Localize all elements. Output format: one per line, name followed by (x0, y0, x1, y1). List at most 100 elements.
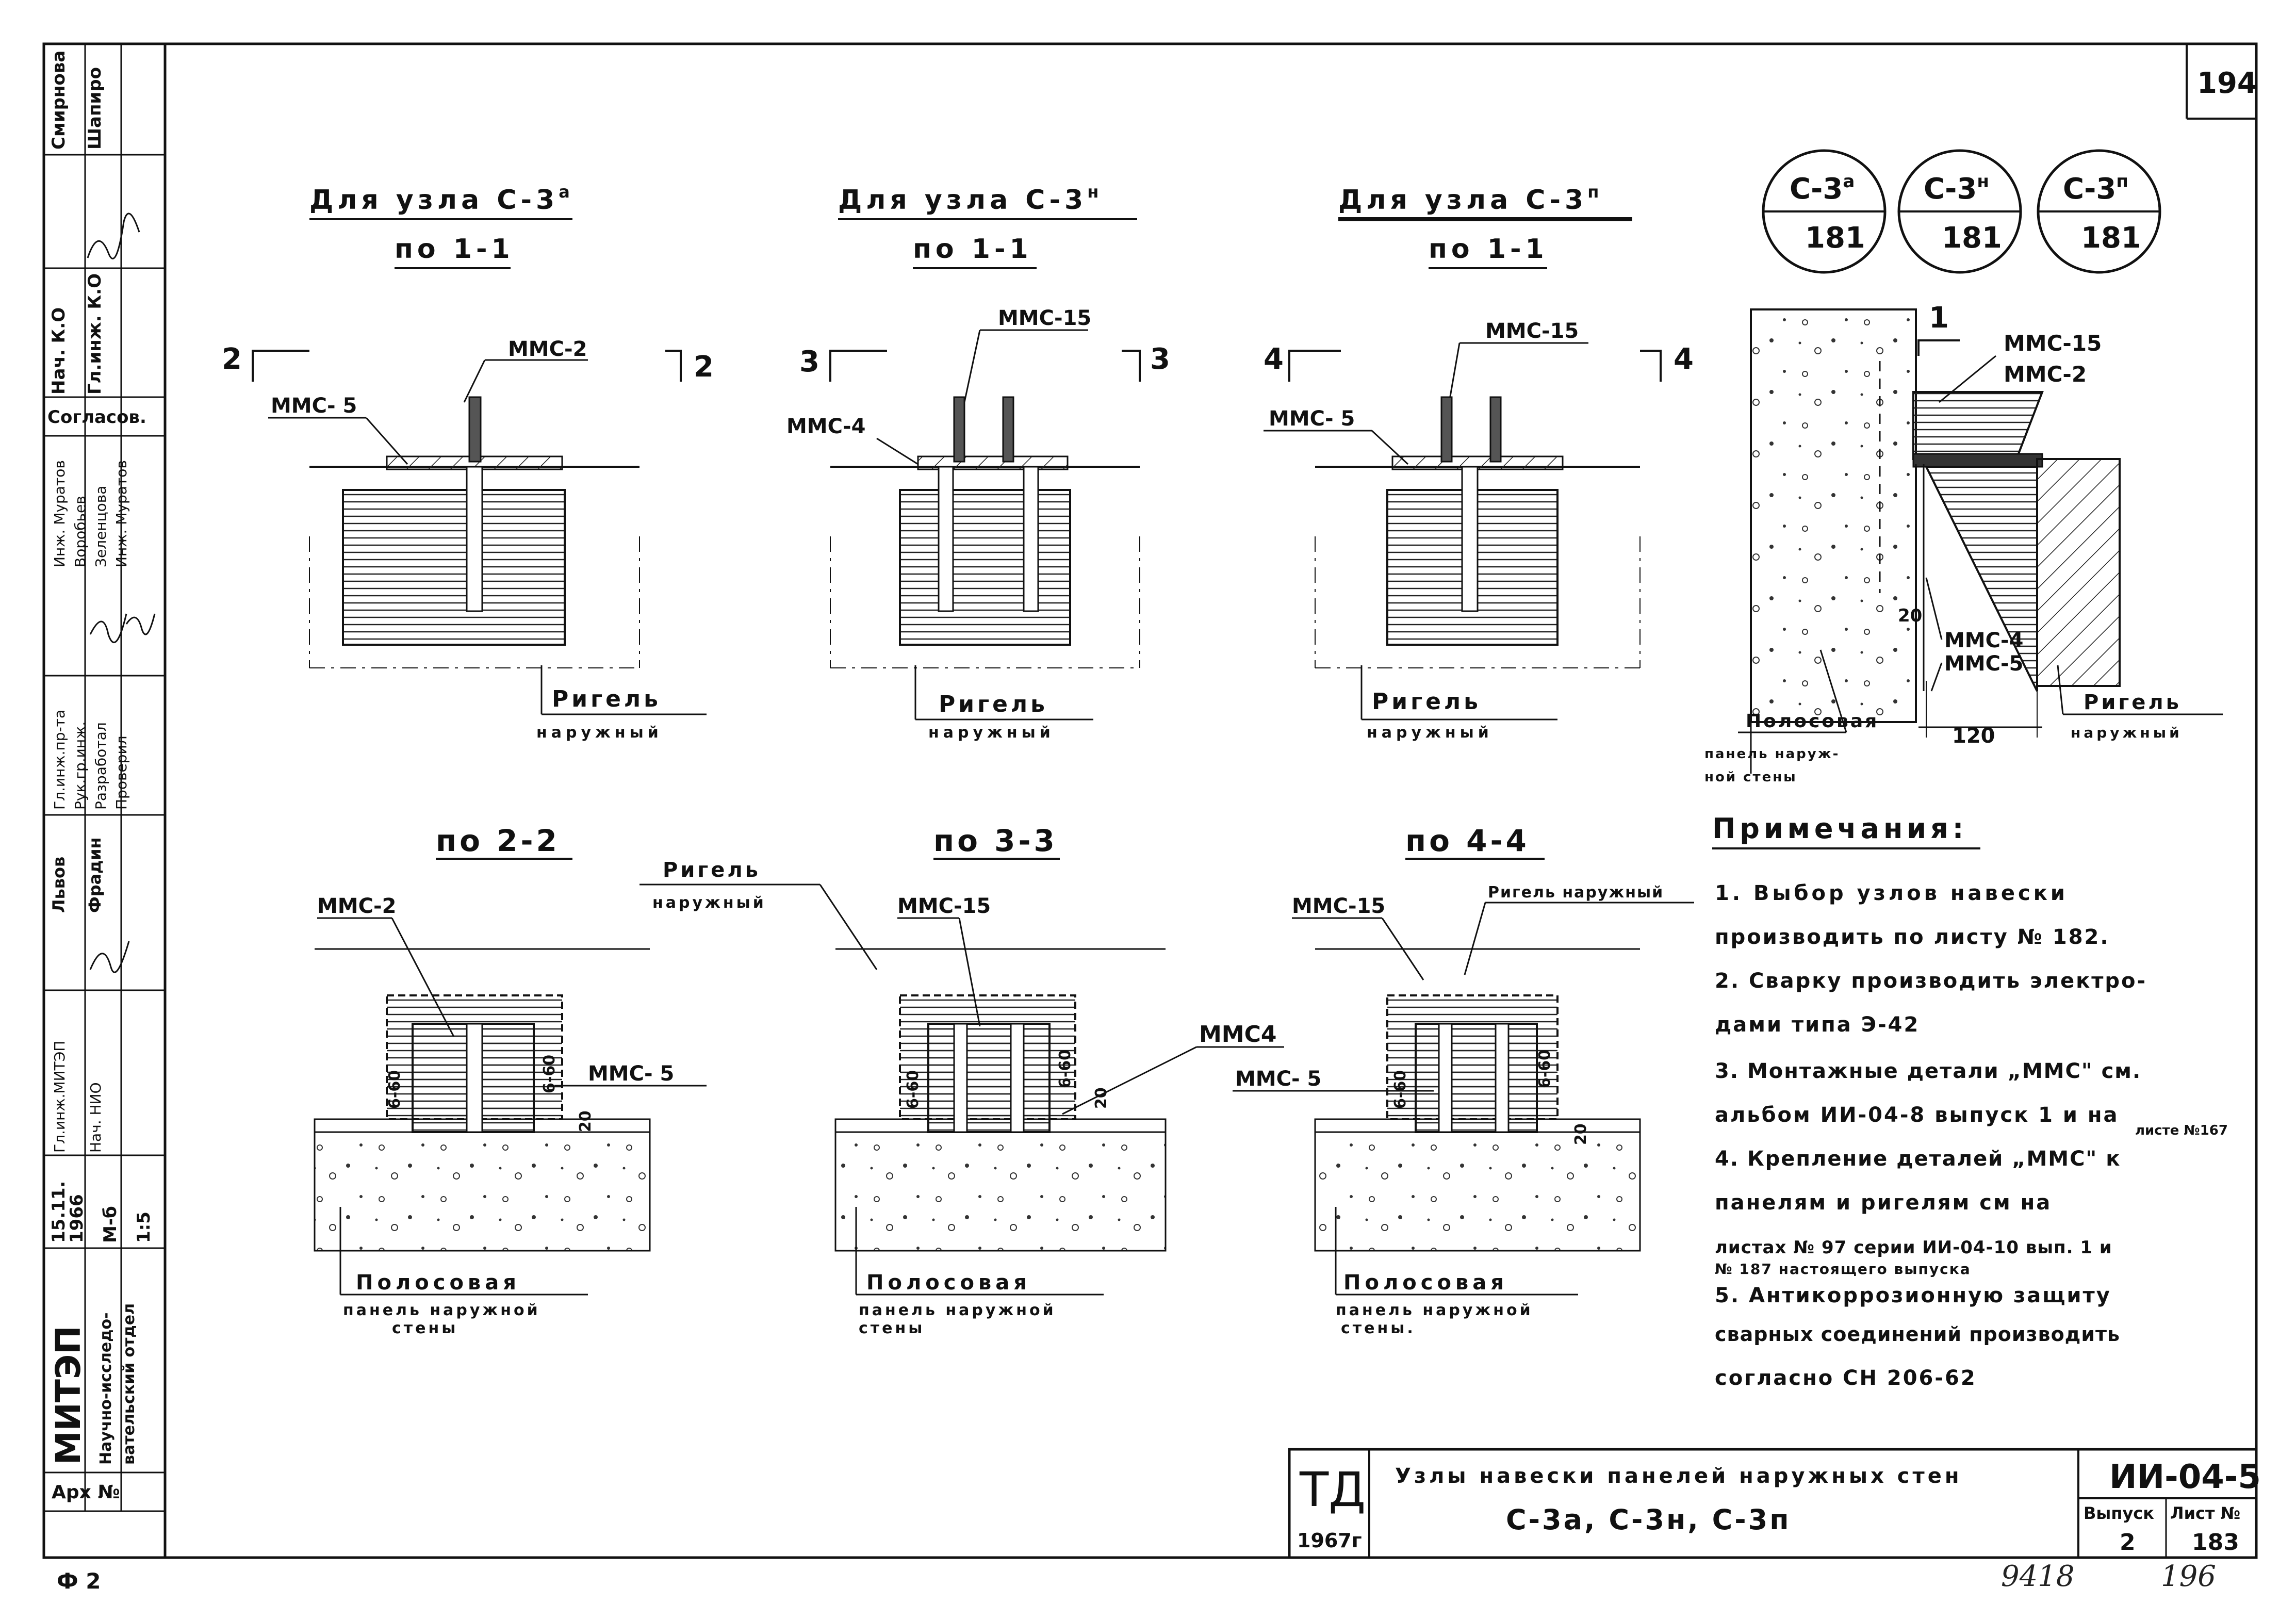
top-view-3: Для узла С-3п по 1-1 4 4 ММС-15 ММС- 5 Р… (1264, 182, 1694, 742)
top-view-3-label-mmc15: ММС-15 (1485, 319, 1579, 343)
note-line-10: листах № 97 серии ИИ-04-10 вып. 1 и (1715, 1237, 2112, 1258)
note-line-9: панелям и ригелям см на (1715, 1191, 2052, 1215)
title-block-org: ТД (1299, 1462, 1366, 1517)
bottom-handwritten-2: 196 (2161, 1560, 2216, 1593)
top-view-1-beam-2: наружный (536, 724, 663, 742)
section-2-2-panel-2: панель наружной (343, 1301, 540, 1319)
section-4-4-dim-right: 6-60 (1536, 1050, 1554, 1088)
notes: Примечания: 1. Выбор узлов навески произ… (1712, 812, 2228, 1390)
title-block-year: 1967г (1297, 1529, 1362, 1552)
top-view-1-cut-left: 2 (222, 342, 242, 376)
stamp-vorobev: Воробьев (72, 496, 89, 567)
signature-1 (87, 212, 140, 259)
stamp-ruk-gr: Рук.гр.инж. (72, 722, 89, 810)
stamp-glinzh-ko: Гл.инж. К.О (85, 273, 105, 395)
stamp-scale: 1:5 (134, 1212, 154, 1243)
section-4-4-dim-left: 6-60 (1391, 1070, 1409, 1109)
stamp-nach-nio: Нач. НИО (87, 1082, 104, 1153)
node-circle-a-top: С-3а (1790, 171, 1855, 206)
top-view-3-title: Для узла С-3п (1338, 182, 1603, 216)
section-2-2-dim-right: 6-60 (540, 1055, 559, 1093)
note-line-13: сварных соединений производить (1715, 1323, 2120, 1346)
top-view-2-label-mmc4: ММС-4 (786, 415, 865, 438)
section-4-4-gap: 20 (1572, 1123, 1590, 1145)
bottom-handwritten-1: 9418 (2001, 1560, 2075, 1593)
side-section-beam-2: наружный (2071, 724, 2183, 741)
section-2-2-label-mmc2: ММС-2 (317, 894, 396, 918)
section-3-3-label-mmc4: ММС4 (1199, 1021, 1276, 1048)
side-section-label-mmc4: ММС-4 (1944, 629, 2023, 652)
node-circles: С-3а 181 С-3н 181 С-3п 181 (1762, 149, 2161, 274)
top-view-1-subtitle: по 1-1 (395, 234, 514, 265)
section-3-3-panel-1: Полосовая (866, 1271, 1031, 1295)
title-block-code: ИИ-04-5 (2109, 1458, 2261, 1496)
section-3-3-beam-2: наружный (652, 894, 766, 912)
top-view-1-title: Для узла С-3а (309, 182, 574, 216)
stamp-nach-ko: Нач. К.О (48, 307, 69, 395)
stamp-proveril: Проверил (113, 735, 130, 810)
title-block-issue: 2 (2120, 1529, 2136, 1556)
top-view-1-beam-1: Ригель (552, 686, 661, 712)
side-section-label-mmc15: ММС-15 (2004, 331, 2102, 356)
bottom-left-mark: Ф 2 (57, 1568, 101, 1594)
top-view-3-beam-1: Ригель (1372, 689, 1481, 715)
section-4-4-panel-2: панель наружной (1336, 1301, 1533, 1319)
signature-3 (89, 941, 130, 973)
title-block-title: Узлы навески панелей наружных стен (1395, 1464, 1962, 1488)
notes-heading: Примечания: (1712, 812, 1967, 845)
stamp-razrabotal: Разработал (92, 722, 109, 810)
section-4-4-label-mmc15: ММС-15 (1292, 894, 1385, 918)
signature-4 (125, 613, 156, 635)
note-line-8: 4. Крепление деталей „ММС" к (1715, 1147, 2121, 1171)
top-view-2-label-mmc15: ММС-15 (998, 306, 1091, 330)
top-view-3-cut-right: 4 (1674, 342, 1694, 376)
top-view-2-subtitle: по 1-1 (913, 234, 1032, 265)
note-line-1: 1. Выбор узлов навески (1715, 881, 2068, 905)
side-section-label-mmc2: ММС-2 (2004, 362, 2087, 387)
side-section-panel-1: Полосовая (1746, 711, 1879, 732)
top-view-1-label-mmc2: ММС-2 (508, 337, 587, 361)
stamp-inzh-muratov-2: Инж. Муратов (113, 460, 130, 567)
section-4-4: по 4-4 Ригель наружный ММС-15 ММС- 5 6-6… (1233, 823, 1694, 1337)
stamp-date: 15.11. (48, 1181, 69, 1243)
node-circle-n-top: С-3н (1924, 171, 1989, 206)
section-4-4-beam: Ригель наружный (1488, 883, 1664, 902)
section-3-3-beam-1: Ригель (663, 858, 761, 882)
stamp-mb: М-б (100, 1206, 121, 1243)
side-section-beam-1: Ригель (2084, 691, 2182, 714)
section-2-2: по 2-2 ММС-2 ММС- 5 6-60 6-60 20 Полосов… (314, 823, 707, 1337)
side-section-panel-3: ной стены (1704, 770, 1797, 785)
title-block-issue-label: Выпуск (2084, 1503, 2154, 1523)
top-view-3-label-mmc5: ММС- 5 (1269, 407, 1355, 431)
top-view-3-subtitle: по 1-1 (1429, 234, 1548, 265)
note-line-6: альбом ИИ-04-8 выпуск 1 и на (1715, 1103, 2119, 1127)
note-line-5: 3. Монтажные детали „ММС" см. (1715, 1059, 2141, 1083)
stamp-smirnova: Смирнова (48, 51, 69, 150)
title-block-sheet: 183 (2192, 1529, 2239, 1556)
stamp-zelentsova: Зеленцова (92, 486, 109, 567)
stamp-otdel: вательский отдел (120, 1303, 138, 1465)
top-view-3-beam-2: наружный (1367, 724, 1493, 742)
signature-2 (89, 613, 127, 644)
node-circle-p-bottom: 181 (2081, 221, 2141, 255)
side-section-dim-120: 120 (1952, 724, 1995, 748)
sheet-number-top: 194 (2197, 67, 2257, 100)
note-line-3: 2. Сварку производить электро- (1715, 969, 2147, 993)
top-view-2-cut-left: 3 (799, 345, 819, 379)
node-circle-p: С-3п 181 (2037, 149, 2161, 274)
note-line-11: № 187 настоящего выпуска (1715, 1261, 1971, 1278)
top-view-1: Для узла С-3а по 1-1 2 2 ММС-2 ММС- 5 Ри… (222, 182, 714, 742)
section-3-3-dim-left: 6-60 (904, 1070, 922, 1109)
section-3-3-label-mmc15: ММС-15 (897, 894, 991, 918)
node-circle-n-bottom: 181 (1942, 221, 2002, 255)
node-circle-a: С-3а 181 (1762, 149, 1887, 274)
stamp-lvov: Львов (49, 857, 69, 913)
stamp-mitep: МИТЭП (48, 1326, 88, 1465)
node-circle-n: С-3н 181 (1897, 149, 2022, 274)
stamp-nauchno: Научно-исследо- (97, 1313, 115, 1465)
note-line-14: согласно СН 206-62 (1715, 1366, 1977, 1390)
top-view-3-cut-left: 4 (1264, 342, 1284, 376)
title-block-sheet-label: Лист № (2170, 1503, 2240, 1523)
title-block: ТД 1967г Узлы навески панелей наружных с… (1288, 1448, 2261, 1559)
